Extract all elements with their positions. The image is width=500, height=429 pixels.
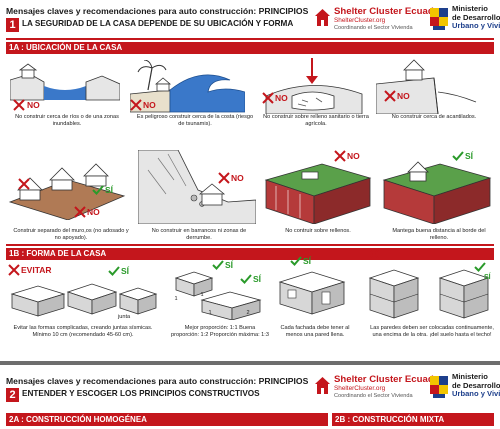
- header-number-badge: 1: [6, 18, 19, 32]
- caption-ravine: No construir en barrancos ni zonas de de…: [151, 228, 247, 241]
- x-mark-icon: [262, 92, 274, 104]
- section-2a-title: 2A : CONSTRUCCIÓN HOMOGÉNEA: [6, 413, 328, 426]
- si-label: SÍ: [121, 266, 130, 276]
- header-subtitle: LA SEGURIDAD DE LA CASA DEPENDE DE SU UB…: [22, 19, 294, 28]
- caption-coast: Es peligroso construir cerca de la costa…: [136, 114, 254, 127]
- ratio-label: 1: [200, 292, 204, 298]
- distance-illustration: [382, 161, 492, 224]
- caption-refill: No contruir sobre rellenos.: [285, 228, 351, 234]
- si-label: SÍ: [105, 185, 114, 195]
- x-mark-icon: [13, 99, 25, 111]
- shelter-house-icon: [315, 9, 330, 26]
- cliff-illustration: [376, 59, 477, 114]
- check-mark-icon: [92, 185, 104, 195]
- x-mark-icon: [384, 90, 396, 102]
- si-label: SÍ: [253, 274, 262, 284]
- no-label: NO: [275, 93, 288, 103]
- refill-illustration: [264, 163, 372, 224]
- x-mark-icon: [74, 206, 86, 218]
- check-mark-icon: [108, 266, 120, 276]
- x-mark-icon: [130, 99, 142, 111]
- facade-illustration: [278, 271, 346, 315]
- caption-river: No construir cerca de ríos o de una zona…: [15, 114, 119, 127]
- ravine-illustration: [138, 150, 256, 224]
- ratio-label: 1: [208, 310, 212, 316]
- ministry-line-2: de Desarrollo: [452, 380, 500, 390]
- ministry-line-2: de Desarrollo: [452, 12, 500, 22]
- caption-separated-walls: Construir separado del muro,os (no adosa…: [13, 228, 129, 241]
- x-mark-icon: [8, 264, 20, 276]
- caption-proportion: Mejor proporción: 1:1 Buena proporción: …: [171, 325, 269, 338]
- shelter-cluster-logo: Shelter Cluster Ecuador ShelterCluster.o…: [314, 374, 443, 404]
- page-divider: [0, 361, 500, 365]
- avoid-label: EVITAR: [21, 265, 52, 275]
- shelter-cluster-title: Shelter Cluster Ecuador: [334, 374, 444, 385]
- check-mark-icon: [474, 262, 486, 272]
- caption-facade: Cada fachada debe tener al menos una par…: [280, 325, 350, 338]
- ministry-line-1: Ministerio: [452, 372, 488, 381]
- check-mark-icon: [240, 274, 252, 284]
- x-mark-icon: [334, 150, 346, 162]
- check-mark-icon: [212, 260, 224, 270]
- check-mark-icon: [290, 256, 302, 266]
- ministry-logo: Ministerio de Desarrollo Urbano y Vivien…: [428, 4, 500, 38]
- proportion-illustration: [174, 271, 262, 320]
- shelter-cluster-subtitle: Coordinando el Sector Vivienda: [334, 393, 413, 399]
- section-rule: [6, 244, 494, 246]
- caption-distance: Mantega buena distancia al borde del rel…: [392, 228, 486, 241]
- page-header: Mensajes claves y recomendaciones para a…: [6, 6, 494, 40]
- shelter-cluster-url: ShelterCluster.org: [334, 17, 386, 24]
- si-label: SÍ: [465, 151, 474, 161]
- coast-tsunami-illustration: [130, 60, 245, 113]
- x-mark-icon: [218, 172, 230, 184]
- page-principios-2: Mensajes claves y recomendaciones para a…: [0, 370, 500, 429]
- no-label: NO: [397, 91, 410, 101]
- no-label: NO: [87, 207, 100, 217]
- ministry-emblem-icon: [430, 376, 448, 398]
- shelter-cluster-logo: Shelter Cluster Ecuador ShelterCluster.o…: [314, 6, 443, 36]
- ministry-emblem-icon: [430, 8, 448, 30]
- separated-walls-illustration: [8, 163, 126, 220]
- si-label: SÍ: [225, 260, 234, 270]
- shelter-house-icon: [315, 377, 330, 394]
- no-label: NO: [27, 100, 40, 110]
- page2-header-title: Mensajes claves y recomendaciones para a…: [6, 376, 309, 386]
- caption-landfill: No construir sobre relleno sanitario o t…: [263, 114, 369, 127]
- check-mark-icon: [452, 151, 464, 161]
- x-mark-icon: [18, 178, 30, 190]
- ministry-logo: Ministerio de Desarrollo Urbano y Vivien…: [428, 372, 500, 406]
- no-label: NO: [143, 100, 156, 110]
- ratio-label: 2: [246, 310, 250, 316]
- complex-forms-illustration: [10, 283, 158, 317]
- caption-cliff: No construir cerca de acantilados.: [391, 114, 477, 120]
- stacked-walls-illustration: [368, 269, 490, 319]
- caption-stacked-walls: Las paredes deben ser colocadas continua…: [370, 325, 494, 338]
- ministry-line-3: Urbano y Vivienda: [452, 389, 500, 399]
- page2-header-subtitle: ENTENDER Y ESCOGER LOS PRINCIPIOS CONSTR…: [22, 389, 260, 398]
- header-rule: [6, 38, 494, 40]
- river-illustration: [10, 63, 120, 101]
- ministry-line-3: Urbano y Vivienda: [452, 21, 500, 31]
- page-principios-1: Mensajes claves y recomendaciones para a…: [6, 4, 500, 338]
- section-2b-title: 2B : CONSTRUCCIÓN MIXTA: [332, 413, 494, 426]
- caption-forms: Evitar las formas complicadas, creando j…: [13, 325, 153, 338]
- ratio-label: 1: [174, 296, 178, 302]
- si-label: SÍ: [484, 274, 491, 281]
- x-mark-icon: [368, 248, 380, 260]
- landfill-illustration: [265, 58, 363, 114]
- section-1a-title: 1A : UBICACIÓN DE LA CASA: [6, 42, 494, 54]
- ministry-line-1: Ministerio: [452, 4, 488, 13]
- header-title: Mensajes claves y recomendaciones para a…: [6, 6, 309, 16]
- shelter-cluster-subtitle: Coordinando el Sector Vivienda: [334, 25, 413, 31]
- shelter-cluster-url: ShelterCluster.org: [334, 385, 386, 392]
- page2-number-badge: 2: [6, 388, 19, 402]
- junta-label: junta: [118, 314, 131, 320]
- no-label: NO: [347, 151, 360, 161]
- no-label: NO: [231, 173, 244, 183]
- shelter-cluster-title: Shelter Cluster Ecuador: [334, 6, 444, 17]
- si-label: SÍ: [303, 256, 312, 266]
- page2-header: Mensajes claves y recomendaciones para a…: [6, 376, 494, 410]
